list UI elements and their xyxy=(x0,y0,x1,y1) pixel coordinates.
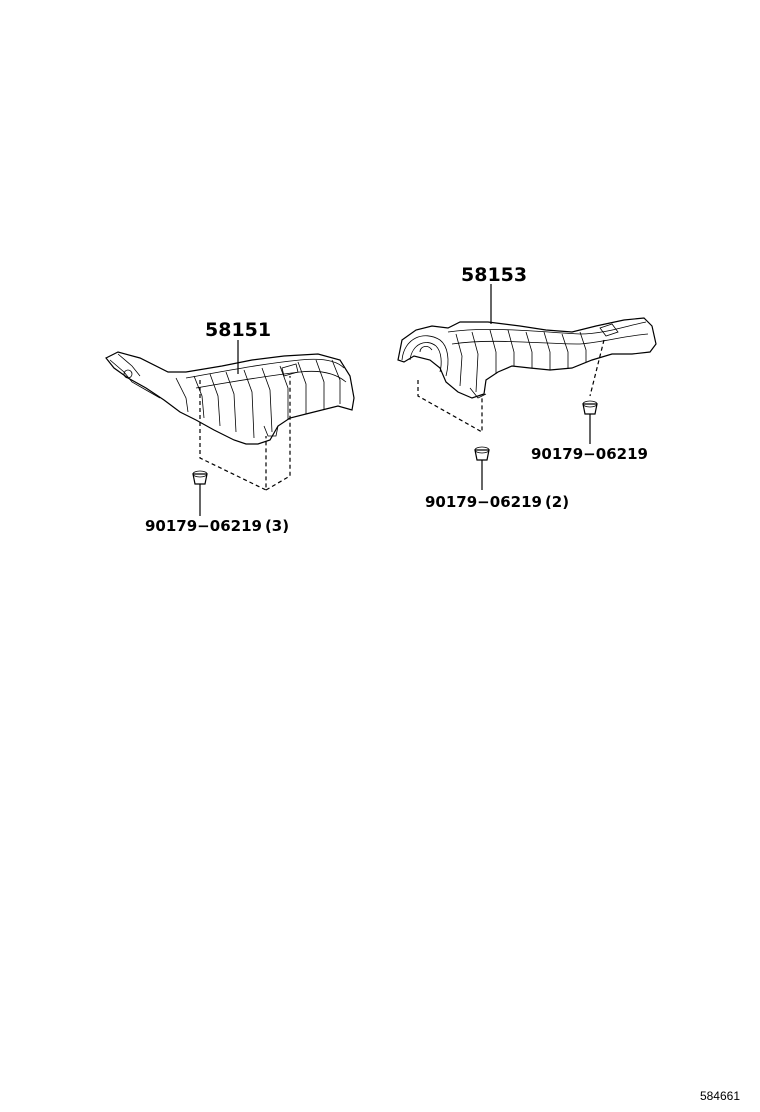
part-number-58153: 58153 xyxy=(461,264,527,286)
fastener-number: 90179−06219 xyxy=(425,493,542,511)
nut-icon-right xyxy=(582,400,598,415)
heat-insulator-58153 xyxy=(397,317,657,399)
fastener-label-left: 90179−06219(3) xyxy=(145,517,289,535)
mounting-lines-left xyxy=(199,376,291,491)
diagram-id: 584661 xyxy=(700,1089,740,1103)
fastener-label-right: 90179−06219 xyxy=(531,445,648,463)
heat-insulator-58151 xyxy=(105,351,355,445)
fastener-number: 90179−06219 xyxy=(145,517,262,535)
fastener-label-center: 90179−06219(2) xyxy=(425,493,569,511)
part-number-58151: 58151 xyxy=(205,319,271,341)
nut-icon-left xyxy=(192,470,208,485)
nut-icon-center xyxy=(474,446,490,461)
mounting-lines-right xyxy=(417,339,605,434)
fastener-number: 90179−06219 xyxy=(531,445,648,463)
fastener-qty: (3) xyxy=(265,517,289,535)
fastener-qty: (2) xyxy=(545,493,569,511)
